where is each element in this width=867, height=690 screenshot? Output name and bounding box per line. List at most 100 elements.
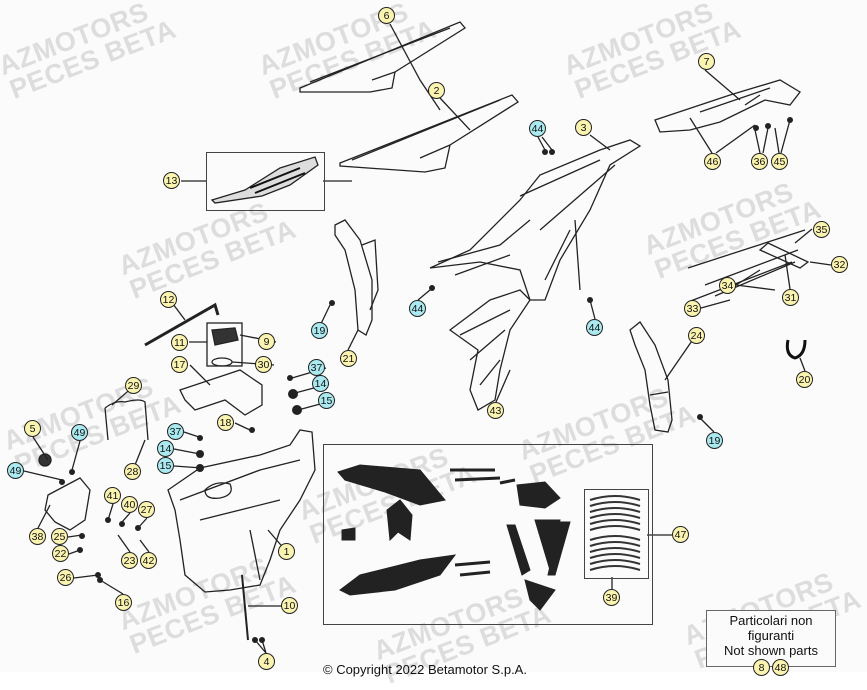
decal-kit-box	[323, 444, 653, 625]
part-number-label: 49	[9, 464, 22, 477]
part-callout-46[interactable]: 46	[704, 153, 721, 170]
part-number-label: 9	[263, 335, 270, 348]
part-callout-44[interactable]: 44	[409, 300, 426, 317]
part-callout-9[interactable]: 9	[258, 333, 275, 350]
part-number-label: 19	[708, 434, 721, 447]
part-number-label: 44	[588, 321, 601, 334]
part-number-label: 40	[123, 498, 136, 511]
part-number-label: 21	[342, 352, 355, 365]
part-callout-1[interactable]: 1	[278, 543, 295, 560]
part-callout-4[interactable]: 4	[258, 653, 275, 670]
part-callout-37[interactable]: 37	[308, 359, 325, 376]
part-callout-37[interactable]: 37	[167, 423, 184, 440]
part-number-label: 22	[54, 547, 67, 560]
part-callout-16[interactable]: 16	[115, 594, 132, 611]
side-cover-43-shape	[448, 289, 531, 411]
part-callout-47[interactable]: 47	[672, 526, 689, 543]
part-callout-38[interactable]: 38	[29, 528, 46, 545]
part-number-label: 44	[411, 302, 424, 315]
seat-6-shape	[299, 21, 466, 93]
part-number-label: 37	[169, 425, 182, 438]
part-number-label: 27	[140, 503, 153, 516]
part-number-label: 46	[706, 155, 719, 168]
part-callout-3[interactable]: 3	[575, 119, 592, 136]
part-callout-22[interactable]: 22	[52, 545, 69, 562]
part-callout-11[interactable]: 11	[171, 334, 188, 351]
part-callout-44[interactable]: 44	[529, 120, 546, 137]
part-callout-45[interactable]: 45	[771, 153, 788, 170]
part-callout-43[interactable]: 43	[487, 402, 504, 419]
part-number-label: 14	[159, 442, 172, 455]
part-callout-34[interactable]: 34	[719, 277, 736, 294]
part-number-label: 16	[117, 596, 130, 609]
part-callout-44[interactable]: 44	[586, 319, 603, 336]
part-callout-49[interactable]: 49	[7, 462, 24, 479]
part-number-label: 14	[314, 377, 327, 390]
part-callout-13[interactable]: 13	[163, 172, 180, 189]
rim-sticker-box	[584, 489, 649, 579]
part-callout-6[interactable]: 6	[378, 7, 395, 24]
part-number-label: 20	[798, 373, 811, 386]
part-callout-28[interactable]: 28	[124, 463, 141, 480]
part-callout-5[interactable]: 5	[24, 420, 41, 437]
part-callout-23[interactable]: 23	[121, 552, 138, 569]
seat-cover-box	[206, 152, 325, 211]
part-number-label: 7	[703, 55, 710, 68]
part-callout-21[interactable]: 21	[340, 350, 357, 367]
note-english-label: Not shown parts	[724, 643, 818, 658]
part-callout-15[interactable]: 15	[318, 392, 335, 409]
part-callout-29[interactable]: 29	[125, 377, 142, 394]
part-callout-35[interactable]: 35	[813, 221, 830, 238]
part-callout-39[interactable]: 39	[603, 589, 620, 606]
part-callout-49[interactable]: 49	[71, 424, 88, 441]
part-callout-14[interactable]: 14	[312, 375, 329, 392]
part-callout-18[interactable]: 18	[217, 414, 234, 431]
part-number-label: 36	[753, 155, 766, 168]
part-number-label: 26	[59, 571, 72, 584]
seat-2-shape	[339, 94, 519, 173]
part-number-label: 12	[162, 293, 175, 306]
part-callout-40[interactable]: 40	[121, 496, 138, 513]
part-callout-10[interactable]: 10	[281, 597, 298, 614]
part-callout-42[interactable]: 42	[140, 552, 157, 569]
part-callout-19[interactable]: 19	[311, 322, 328, 339]
part-callout-17[interactable]: 17	[171, 356, 188, 373]
part-callout-41[interactable]: 41	[104, 487, 121, 504]
part-callout-15[interactable]: 15	[157, 457, 174, 474]
part-callout-33[interactable]: 33	[684, 300, 701, 317]
copyright-text: © Copyright 2022 Betamotor S.p.A.	[323, 662, 527, 677]
part-number-label: 33	[686, 302, 699, 315]
part-number-label: 28	[126, 465, 139, 478]
part-number-label: 29	[127, 379, 140, 392]
part-number-label: 15	[320, 394, 333, 407]
not-shown-parts-note: Particolari non figuranti Not shown part…	[706, 610, 836, 676]
frame-guard-21-shape	[334, 219, 373, 336]
part-callout-27[interactable]: 27	[138, 501, 155, 518]
part-callout-7[interactable]: 7	[698, 53, 715, 70]
part-callout-24[interactable]: 24	[688, 327, 705, 344]
part-number-label: 38	[31, 530, 44, 543]
part-callout-2[interactable]: 2	[428, 82, 445, 99]
part-number-label: 23	[123, 554, 136, 567]
part-number-label: 3	[580, 121, 587, 134]
part-callout-30[interactable]: 30	[255, 356, 272, 373]
part-callout-20[interactable]: 20	[796, 371, 813, 388]
part-callout-32[interactable]: 32	[831, 256, 848, 273]
part-callout-36[interactable]: 36	[751, 153, 768, 170]
part-callout-14[interactable]: 14	[157, 440, 174, 457]
part-callout-31[interactable]: 31	[782, 289, 799, 306]
fuel-tank-shape	[167, 429, 316, 593]
part-callout-19[interactable]: 19	[706, 432, 723, 449]
part-callout-48[interactable]: 48	[772, 659, 789, 676]
part-callout-25[interactable]: 25	[51, 528, 68, 545]
part-callout-8[interactable]: 8	[753, 659, 770, 676]
part-callout-12[interactable]: 12	[160, 291, 177, 308]
part-callout-26[interactable]: 26	[57, 569, 74, 586]
note-italian-label: Particolari non figuranti	[729, 613, 813, 643]
part-number-label: 34	[721, 279, 734, 292]
bracket-38-shape	[44, 477, 91, 531]
frame-guard-24-shape	[629, 321, 673, 433]
part-number-label: 39	[605, 591, 618, 604]
